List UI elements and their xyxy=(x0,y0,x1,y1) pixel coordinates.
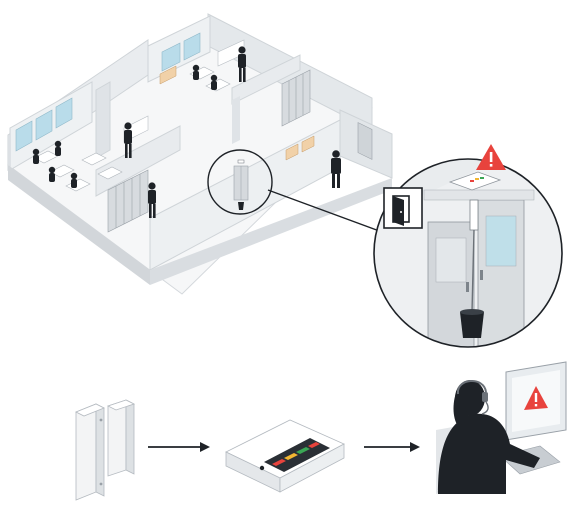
front-left-wall xyxy=(8,165,150,285)
callout-connector xyxy=(267,189,383,233)
operator-with-headset-icon xyxy=(436,361,567,494)
flow-step-panel xyxy=(225,419,345,493)
monitored-door-highlight xyxy=(207,149,273,215)
partition-wall-4 xyxy=(232,96,240,144)
partition-wall-1 xyxy=(95,81,111,159)
callout-bin xyxy=(460,312,484,338)
windows-top xyxy=(161,32,201,72)
desks xyxy=(33,66,231,192)
isometric-building xyxy=(7,13,393,295)
people-silhouettes xyxy=(32,46,341,218)
end-door xyxy=(357,122,373,160)
callout-panel xyxy=(448,171,502,191)
flow-step-operator xyxy=(436,361,567,494)
open-door-icon xyxy=(383,187,423,229)
partition-wall-2 xyxy=(95,125,181,197)
arrow-right-icon xyxy=(148,442,210,452)
flow-step-sensor xyxy=(75,399,136,501)
door-contact-sensor-icon xyxy=(75,399,136,501)
lockers xyxy=(107,69,311,233)
callout-lens xyxy=(373,144,563,348)
windows-left xyxy=(15,97,73,152)
partition-wall-3 xyxy=(231,54,301,105)
arrow-right-icon-2 xyxy=(364,442,420,452)
warning-triangle-icon xyxy=(476,144,506,170)
alarm-panel-icon xyxy=(225,419,345,493)
callout-door-sensor xyxy=(469,199,479,231)
front-wall xyxy=(150,178,392,285)
